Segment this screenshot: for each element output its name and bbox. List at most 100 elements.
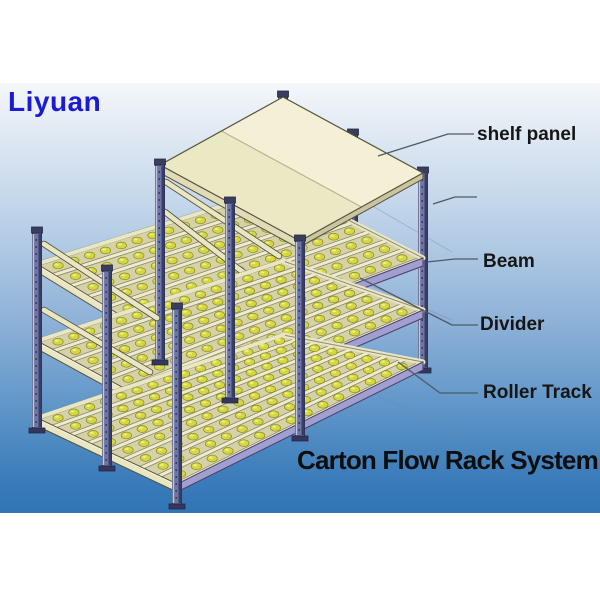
roller xyxy=(266,397,278,406)
roller xyxy=(328,295,340,304)
roller-highlight xyxy=(335,337,340,340)
roller-highlight xyxy=(312,290,317,294)
roller-highlight xyxy=(193,464,198,467)
roller xyxy=(329,369,341,377)
leader-line-shelf-panel xyxy=(377,133,474,157)
post-hole xyxy=(298,352,301,354)
roller-highlight xyxy=(140,300,145,303)
roller-highlight xyxy=(137,268,142,272)
post-hole xyxy=(298,380,301,382)
roller xyxy=(328,233,340,241)
roller xyxy=(163,226,175,235)
roller xyxy=(259,352,271,360)
roller-highlight xyxy=(249,247,254,250)
roller-highlight xyxy=(270,412,275,415)
roller xyxy=(331,381,343,389)
post-hole xyxy=(105,298,108,300)
roller xyxy=(238,439,250,447)
post-hole xyxy=(105,396,108,398)
roller-highlight xyxy=(149,382,154,385)
roller-highlight xyxy=(279,290,284,293)
shelf-panel-surface xyxy=(221,97,423,207)
roller xyxy=(285,416,297,424)
roller xyxy=(133,251,145,260)
roller xyxy=(343,351,355,360)
roller xyxy=(140,454,152,462)
roller-highlight xyxy=(365,367,370,371)
post-hole xyxy=(228,286,231,288)
roller xyxy=(190,462,202,470)
post-hole xyxy=(298,401,301,403)
roller-highlight xyxy=(349,316,354,320)
roller-highlight xyxy=(282,251,287,254)
post-hole xyxy=(105,452,108,454)
roller-highlight xyxy=(181,371,186,375)
roller-highlight xyxy=(251,327,256,331)
roller-highlight xyxy=(254,419,259,422)
post-hole xyxy=(158,199,161,201)
diagonal-brace xyxy=(162,209,233,265)
roller xyxy=(52,414,64,422)
post-hole xyxy=(105,326,108,328)
post-hole xyxy=(175,343,178,345)
roller xyxy=(258,269,270,278)
roller xyxy=(259,281,271,290)
roller xyxy=(115,241,127,250)
shelf-panel-surface xyxy=(160,131,362,241)
roller xyxy=(194,290,206,299)
roller-highlight xyxy=(363,297,368,300)
post-hole xyxy=(175,441,178,443)
post-hole xyxy=(298,359,301,361)
post-hole xyxy=(228,223,231,225)
post-hole xyxy=(298,310,301,312)
roller-highlight xyxy=(216,242,221,245)
post-hole xyxy=(421,249,424,251)
post-hole xyxy=(35,379,38,381)
roller-highlight xyxy=(219,273,224,276)
roller xyxy=(275,346,287,355)
roller xyxy=(70,422,82,430)
roller-highlight xyxy=(216,312,221,315)
post-hole xyxy=(175,483,178,485)
post-hole xyxy=(228,300,231,302)
roller xyxy=(122,375,134,383)
post-hole xyxy=(35,309,38,311)
roller-highlight xyxy=(286,404,291,408)
roller-highlight xyxy=(316,254,321,258)
roller-highlight xyxy=(168,258,173,261)
deck-left-beam xyxy=(35,333,285,420)
divider-rail xyxy=(88,277,337,371)
roller-highlight xyxy=(184,395,189,398)
roller-highlight xyxy=(265,375,270,378)
upright-post-shade xyxy=(231,204,235,397)
roller xyxy=(315,388,327,396)
roller xyxy=(279,301,291,309)
post-foot-plate xyxy=(291,435,309,442)
roller-highlight xyxy=(133,388,138,391)
post-hole xyxy=(105,438,108,440)
roller xyxy=(250,404,262,413)
roller xyxy=(242,274,254,283)
post-hole xyxy=(35,239,38,241)
post-hole xyxy=(228,279,231,281)
roller xyxy=(396,362,408,370)
roller xyxy=(180,236,192,244)
upright-post-highlight xyxy=(102,272,105,465)
post-hole xyxy=(421,354,424,356)
roller xyxy=(115,316,127,325)
roller xyxy=(212,226,224,234)
post-hole xyxy=(175,434,178,436)
post-hole xyxy=(35,288,38,290)
roller-highlight xyxy=(347,364,352,367)
roller-highlight xyxy=(208,456,213,459)
roller xyxy=(361,236,373,244)
roller-highlight xyxy=(314,303,319,306)
post-hole xyxy=(35,337,38,339)
roller xyxy=(185,350,197,359)
post-hole xyxy=(35,295,38,297)
roller xyxy=(347,315,359,323)
post-hole xyxy=(175,420,178,422)
post-cap xyxy=(171,302,183,310)
roller xyxy=(194,216,206,225)
roller xyxy=(99,246,111,255)
